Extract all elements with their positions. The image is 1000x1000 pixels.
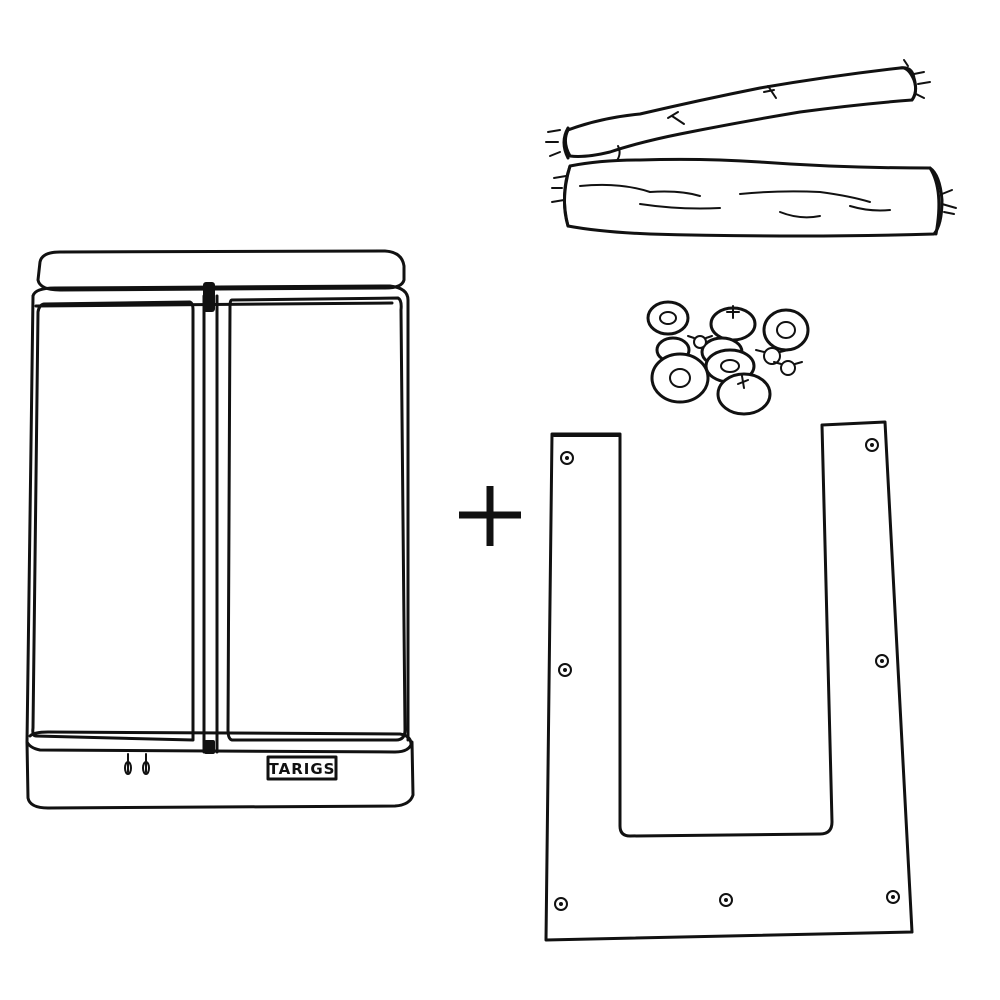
washer-6 — [650, 352, 710, 404]
washer-8 — [716, 372, 772, 416]
screw-hole — [875, 654, 889, 668]
screw-hole — [558, 663, 572, 677]
brand-label-text: TARIGS — [269, 760, 336, 778]
brand-label: TARIGS — [266, 755, 338, 781]
washer-2 — [709, 305, 757, 342]
screw-hole — [886, 890, 900, 904]
washers-screws-icon — [646, 300, 810, 416]
screw-hole — [560, 451, 574, 465]
zippered-bag-icon: TARIGS — [25, 249, 415, 810]
plus-symbol — [459, 486, 521, 546]
washer-1 — [646, 300, 690, 336]
wing-nut-1 — [755, 347, 789, 365]
screw-hole — [554, 897, 568, 911]
screw-hole — [865, 438, 879, 452]
wing-nut-3 — [687, 335, 713, 349]
foam-pad-rolls-icon — [545, 59, 957, 238]
wing-nut-2 — [773, 360, 803, 376]
screw-hole — [719, 893, 733, 907]
zipper-pull-top — [203, 282, 215, 312]
u-shaped-board-icon — [544, 420, 914, 942]
washer-3 — [762, 308, 810, 352]
